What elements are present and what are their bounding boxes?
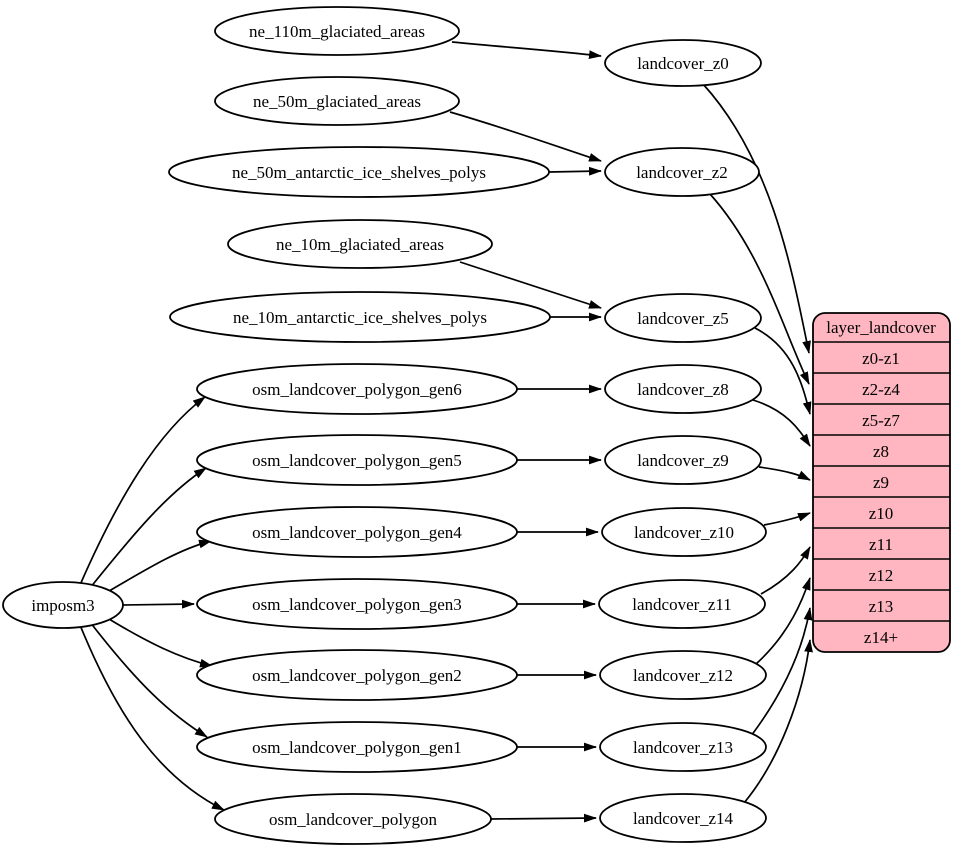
node-osm-landcover-polygon-gen5: osm_landcover_polygon_gen5 bbox=[196, 434, 518, 486]
node-label: osm_landcover_polygon_gen1 bbox=[252, 738, 462, 757]
node-label: osm_landcover_polygon_gen3 bbox=[252, 595, 462, 614]
node-label: landcover_z8 bbox=[637, 380, 729, 399]
node-label: landcover_z14 bbox=[633, 809, 734, 828]
node-label: landcover_z12 bbox=[633, 666, 733, 685]
node-label: ne_50m_antarctic_ice_shelves_polys bbox=[232, 163, 486, 182]
edge-imposm3-to-gen4 bbox=[103, 539, 212, 595]
edge-z12-to-row-z12 bbox=[755, 577, 811, 665]
node-landcover-z12: landcover_z12 bbox=[599, 650, 767, 700]
node-ne-50m-antarctic-ice-shelves-polys: ne_50m_antarctic_ice_shelves_polys bbox=[168, 146, 550, 198]
node-label: landcover_z10 bbox=[634, 523, 734, 542]
node-label: landcover_z0 bbox=[637, 54, 729, 73]
edge-z5-to-row-z5-z7 bbox=[754, 327, 812, 415]
edge-imposm3-to-gen6 bbox=[79, 396, 206, 586]
node-landcover-z11: landcover_z11 bbox=[598, 579, 766, 629]
node-layer: imposm3 ne_110m_glaciated_areas ne_50m_g… bbox=[2, 6, 767, 845]
layer-table-row: z8 bbox=[873, 442, 889, 461]
edge-z0-to-row-z0-z1 bbox=[702, 83, 811, 354]
edge-layer bbox=[79, 41, 813, 823]
layer-table-row: z13 bbox=[869, 597, 894, 616]
node-label: ne_110m_glaciated_areas bbox=[249, 22, 425, 41]
layer-table-row: z0-z1 bbox=[862, 349, 900, 368]
node-imposm3: imposm3 bbox=[2, 581, 124, 629]
layer-table-row: z2-z4 bbox=[862, 380, 900, 399]
node-osm-landcover-polygon: osm_landcover_polygon bbox=[214, 793, 492, 845]
node-label: osm_landcover_polygon_gen5 bbox=[252, 451, 462, 470]
node-ne-50m-glaciated-areas: ne_50m_glaciated_areas bbox=[214, 76, 460, 126]
edge-z10-to-row-z10 bbox=[763, 512, 811, 526]
node-osm-landcover-polygon-gen4: osm_landcover_polygon_gen4 bbox=[196, 506, 518, 558]
layer-table-row: z10 bbox=[869, 504, 894, 523]
edge-ne50m-glaciated-to-z2 bbox=[449, 111, 602, 162]
node-label: osm_landcover_polygon_gen2 bbox=[252, 666, 462, 685]
node-osm-landcover-polygon-gen1: osm_landcover_polygon_gen1 bbox=[196, 721, 518, 773]
node-label: landcover_z9 bbox=[637, 451, 729, 470]
edge-z11-to-row-z11 bbox=[760, 546, 811, 595]
node-label: landcover_z13 bbox=[633, 738, 733, 757]
node-landcover-z5: landcover_z5 bbox=[604, 293, 762, 343]
edge-ne50m-antarctic-to-z2 bbox=[548, 166, 602, 176]
node-label: landcover_z5 bbox=[637, 309, 729, 328]
layer-table-row: z5-z7 bbox=[862, 411, 900, 430]
node-ne-10m-antarctic-ice-shelves-polys: ne_10m_antarctic_ice_shelves_polys bbox=[169, 291, 551, 343]
edge-ne10m-glaciated-to-z5 bbox=[459, 261, 602, 309]
node-landcover-z13: landcover_z13 bbox=[599, 722, 767, 772]
edge-z9-to-row-z9 bbox=[758, 466, 811, 481]
edge-z14-to-row-z14plus bbox=[743, 639, 813, 804]
edge-imposm3-to-gen3 bbox=[122, 599, 195, 609]
edge-z2-to-row-z2-z4 bbox=[709, 193, 810, 385]
edge-polygon-to-z14 bbox=[490, 813, 597, 823]
layer-table-row: z14+ bbox=[864, 628, 898, 647]
node-landcover-z10: landcover_z10 bbox=[601, 507, 767, 557]
node-landcover-z14: landcover_z14 bbox=[599, 793, 767, 843]
node-label: osm_landcover_polygon_gen4 bbox=[252, 523, 462, 542]
edge-imposm3-to-gen5 bbox=[89, 467, 207, 589]
edge-imposm3-to-polygon bbox=[79, 624, 225, 811]
layer-table-row: z11 bbox=[869, 535, 893, 554]
node-osm-landcover-polygon-gen6: osm_landcover_polygon_gen6 bbox=[196, 363, 518, 415]
node-landcover-z2: landcover_z2 bbox=[604, 147, 760, 197]
layer-landcover-table: layer_landcover z0-z1 z2-z4 z5-z7 z8 z9 … bbox=[812, 312, 951, 653]
layer-table-header: layer_landcover bbox=[826, 318, 936, 337]
layer-table-row: z9 bbox=[873, 473, 889, 492]
node-landcover-z9: landcover_z9 bbox=[604, 435, 762, 485]
node-label: osm_landcover_polygon_gen6 bbox=[252, 380, 462, 399]
node-label: osm_landcover_polygon bbox=[269, 810, 438, 829]
node-landcover-z8: landcover_z8 bbox=[604, 364, 762, 414]
edge-imposm3-to-gen2 bbox=[103, 615, 213, 668]
node-label: landcover_z11 bbox=[632, 595, 731, 614]
node-landcover-z0: landcover_z0 bbox=[604, 39, 762, 87]
edge-imposm3-to-gen1 bbox=[89, 621, 208, 738]
edge-z13-to-row-z13 bbox=[750, 607, 813, 737]
edge-ne110m-glaciated-to-z0 bbox=[451, 41, 602, 60]
node-label: ne_10m_antarctic_ice_shelves_polys bbox=[233, 308, 487, 327]
layer-table-row: z12 bbox=[869, 566, 894, 585]
layer-table-background bbox=[812, 312, 951, 653]
node-label: landcover_z2 bbox=[636, 163, 728, 182]
edge-z8-to-row-z8 bbox=[752, 399, 811, 447]
node-osm-landcover-polygon-gen2: osm_landcover_polygon_gen2 bbox=[196, 649, 518, 701]
node-ne-110m-glaciated-areas: ne_110m_glaciated_areas bbox=[214, 6, 460, 56]
node-label: ne_50m_glaciated_areas bbox=[253, 92, 421, 111]
node-osm-landcover-polygon-gen3: osm_landcover_polygon_gen3 bbox=[196, 578, 518, 630]
node-label: ne_10m_glaciated_areas bbox=[276, 235, 444, 254]
node-ne-10m-glaciated-areas: ne_10m_glaciated_areas bbox=[227, 219, 493, 269]
node-imposm3-label: imposm3 bbox=[31, 596, 94, 615]
